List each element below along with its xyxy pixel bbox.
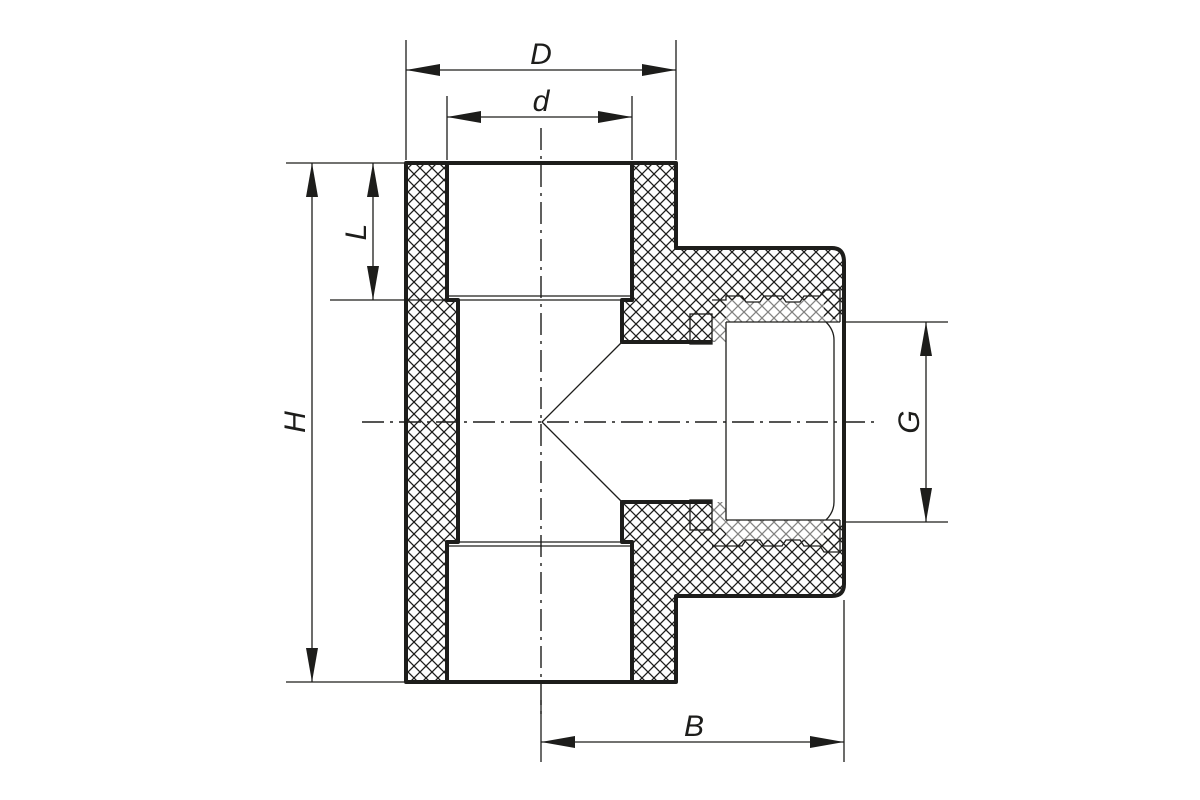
label-B: B bbox=[684, 710, 704, 743]
insert-upper-thread bbox=[712, 290, 840, 342]
left-bore-edge bbox=[445, 163, 460, 682]
outer-contour bbox=[404, 161, 846, 684]
body-outline bbox=[404, 161, 846, 684]
label-H: H bbox=[279, 411, 312, 433]
upper-branch-wall-section bbox=[622, 163, 844, 342]
label-G: G bbox=[893, 410, 926, 433]
dimension-G: G bbox=[893, 322, 932, 522]
dimension-D: D bbox=[406, 38, 676, 76]
label-D: D bbox=[530, 38, 552, 71]
dimension-B: B bbox=[541, 710, 844, 748]
dimension-d: d bbox=[447, 85, 632, 123]
insert-lower-thread bbox=[712, 502, 840, 552]
lower-branch-wall-section bbox=[622, 502, 844, 682]
dimension-H: H bbox=[279, 163, 318, 682]
label-L: L bbox=[340, 224, 373, 241]
center-lines bbox=[362, 128, 880, 718]
label-d: d bbox=[533, 85, 551, 118]
threaded-insert bbox=[689, 289, 841, 553]
dimension-L: L bbox=[340, 163, 379, 300]
extension-lines bbox=[286, 40, 948, 762]
